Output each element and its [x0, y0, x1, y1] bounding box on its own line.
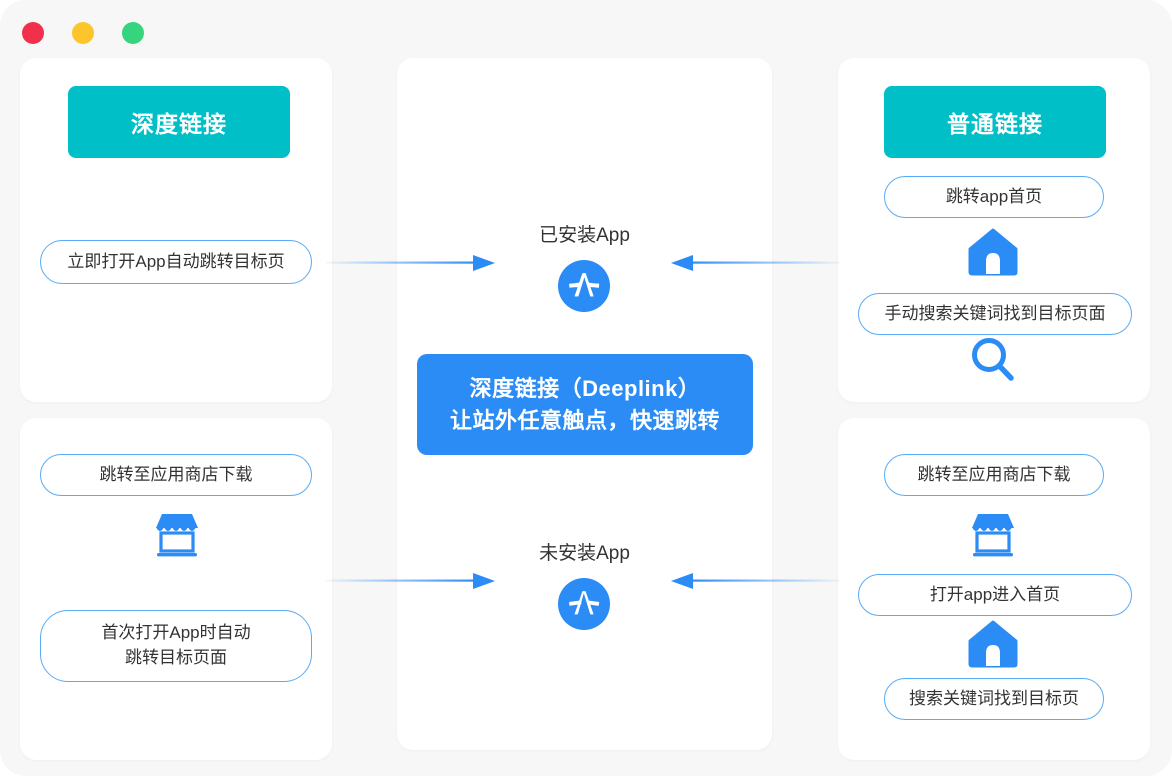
arrow-left-to-center-bottom — [325, 568, 495, 594]
installed-app-label: 已安装App — [539, 225, 630, 246]
title-bar — [0, 0, 1172, 56]
deeplink-callout: 深度链接（Deeplink） 让站外任意触点，快速跳转 — [417, 354, 753, 455]
store-icon — [152, 508, 202, 558]
store-icon-right — [968, 508, 1018, 558]
appstore-icon-not-installed — [558, 578, 610, 630]
arrow-right-to-center-bottom — [665, 568, 841, 594]
left-step-first-open-line1: 首次打开App时自动 — [101, 623, 251, 643]
appstore-icon-installed — [558, 260, 610, 312]
arrow-right-to-center-top — [665, 250, 841, 276]
arrow-left-to-center-top — [325, 250, 495, 276]
deeplink-callout-line1: 深度链接（Deeplink） — [469, 376, 701, 402]
home-icon-top — [968, 228, 1018, 276]
left-step-open-app-jump[interactable]: 立即打开App自动跳转目标页 — [40, 240, 312, 284]
right-step-search-keyword[interactable]: 搜索关键词找到目标页 — [884, 678, 1104, 720]
not-installed-app-label: 未安装App — [539, 543, 630, 564]
left-step-first-open-auto-jump[interactable]: 首次打开App时自动 跳转目标页面 — [40, 610, 312, 682]
left-step-first-open-line2: 跳转目标页面 — [125, 648, 227, 667]
left-step-goto-appstore[interactable]: 跳转至应用商店下载 — [40, 454, 312, 496]
normal-link-header-button[interactable]: 普通链接 — [884, 86, 1106, 158]
traffic-light-group — [22, 22, 144, 44]
deep-link-header-button[interactable]: 深度链接 — [68, 86, 290, 158]
right-step-open-app-home[interactable]: 打开app进入首页 — [858, 574, 1132, 616]
search-icon — [968, 335, 1018, 385]
right-step-manual-search[interactable]: 手动搜索关键词找到目标页面 — [858, 293, 1132, 335]
right-step-goto-appstore[interactable]: 跳转至应用商店下载 — [884, 454, 1104, 496]
minimize-button[interactable] — [72, 22, 94, 44]
deeplink-callout-line2: 让站外任意触点，快速跳转 — [449, 407, 720, 433]
close-button[interactable] — [22, 22, 44, 44]
maximize-button[interactable] — [122, 22, 144, 44]
home-icon-bottom — [968, 620, 1018, 668]
right-step-goto-app-home[interactable]: 跳转app首页 — [884, 176, 1104, 218]
